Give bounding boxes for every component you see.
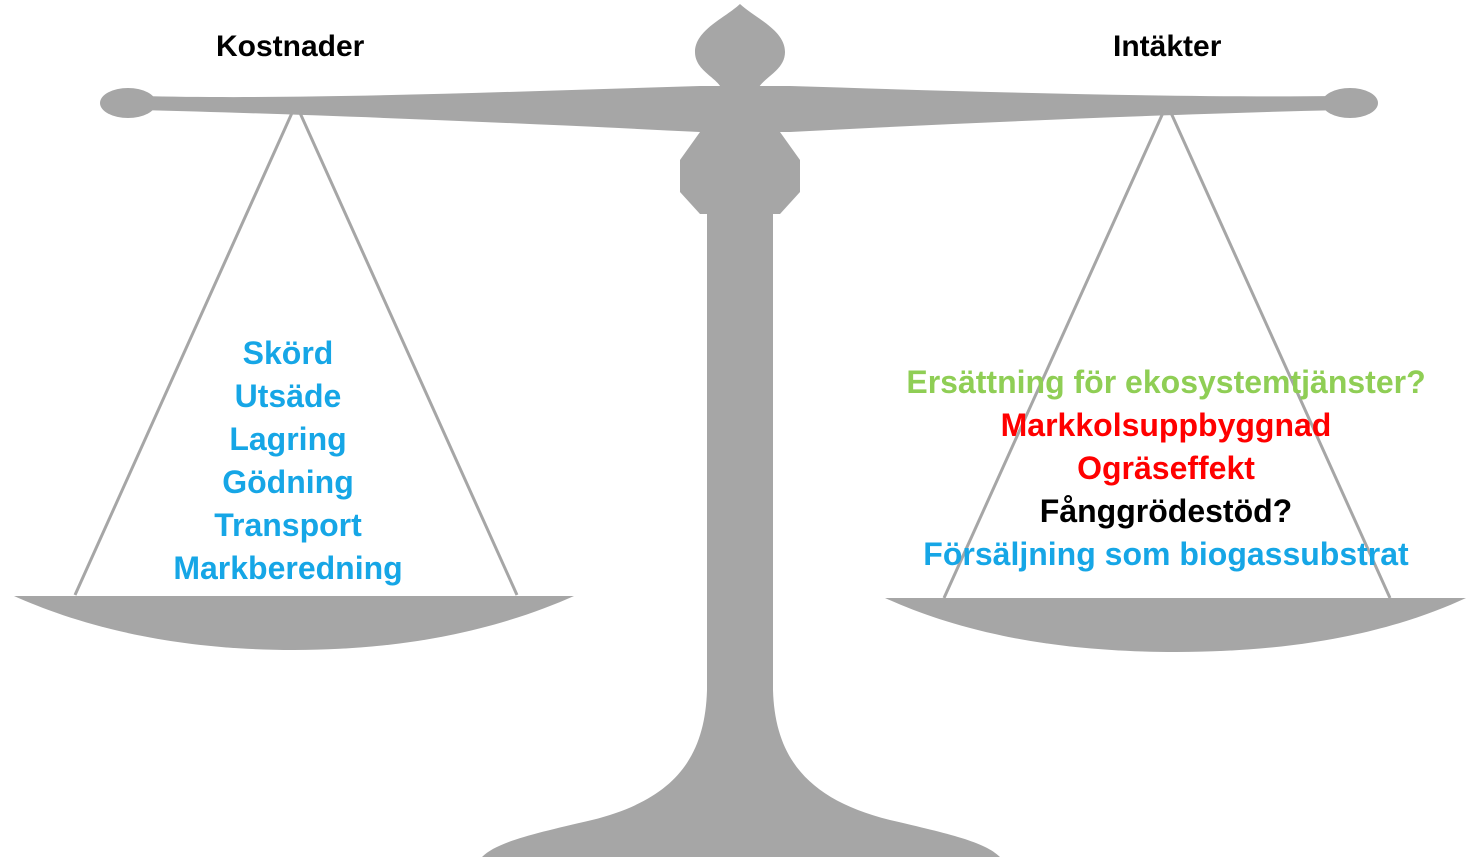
scale-finial — [695, 4, 785, 92]
income-item: Fånggrödestöd? — [1039, 493, 1293, 529]
income-item: Ogräseffekt — [1077, 450, 1255, 486]
right-pan — [885, 598, 1466, 652]
cost-item: Skörd — [242, 335, 334, 371]
right-beam-knob — [1322, 88, 1378, 118]
right-pan-heading: Intäkter — [1113, 30, 1222, 63]
left-pan-strings — [73, 103, 519, 596]
scale-column — [482, 214, 1000, 857]
cost-item: Utsäde — [234, 378, 342, 414]
column-collar — [680, 132, 800, 214]
income-items-list: Ersättning för ekosystemtjänster? Markko… — [906, 366, 1425, 581]
left-pan-heading: Kostnader — [216, 30, 365, 63]
left-beam-knob — [100, 88, 156, 118]
cost-item: Lagring — [229, 421, 347, 457]
income-item: Försäljning som biogassubstrat — [923, 536, 1409, 572]
income-item: Ersättning för ekosystemtjänster? — [906, 364, 1426, 400]
cost-item: Markberedning — [173, 550, 403, 586]
left-pan — [14, 596, 574, 650]
cost-item: Transport — [214, 507, 362, 543]
cost-item: Gödning — [222, 464, 354, 500]
cost-items-list: Skörd Utsäde Lagring Gödning Transport M… — [173, 337, 402, 595]
scale-beam — [140, 86, 1340, 132]
right-pan-strings — [942, 103, 1392, 599]
income-item: Markkolsuppbyggnad — [1000, 407, 1332, 443]
